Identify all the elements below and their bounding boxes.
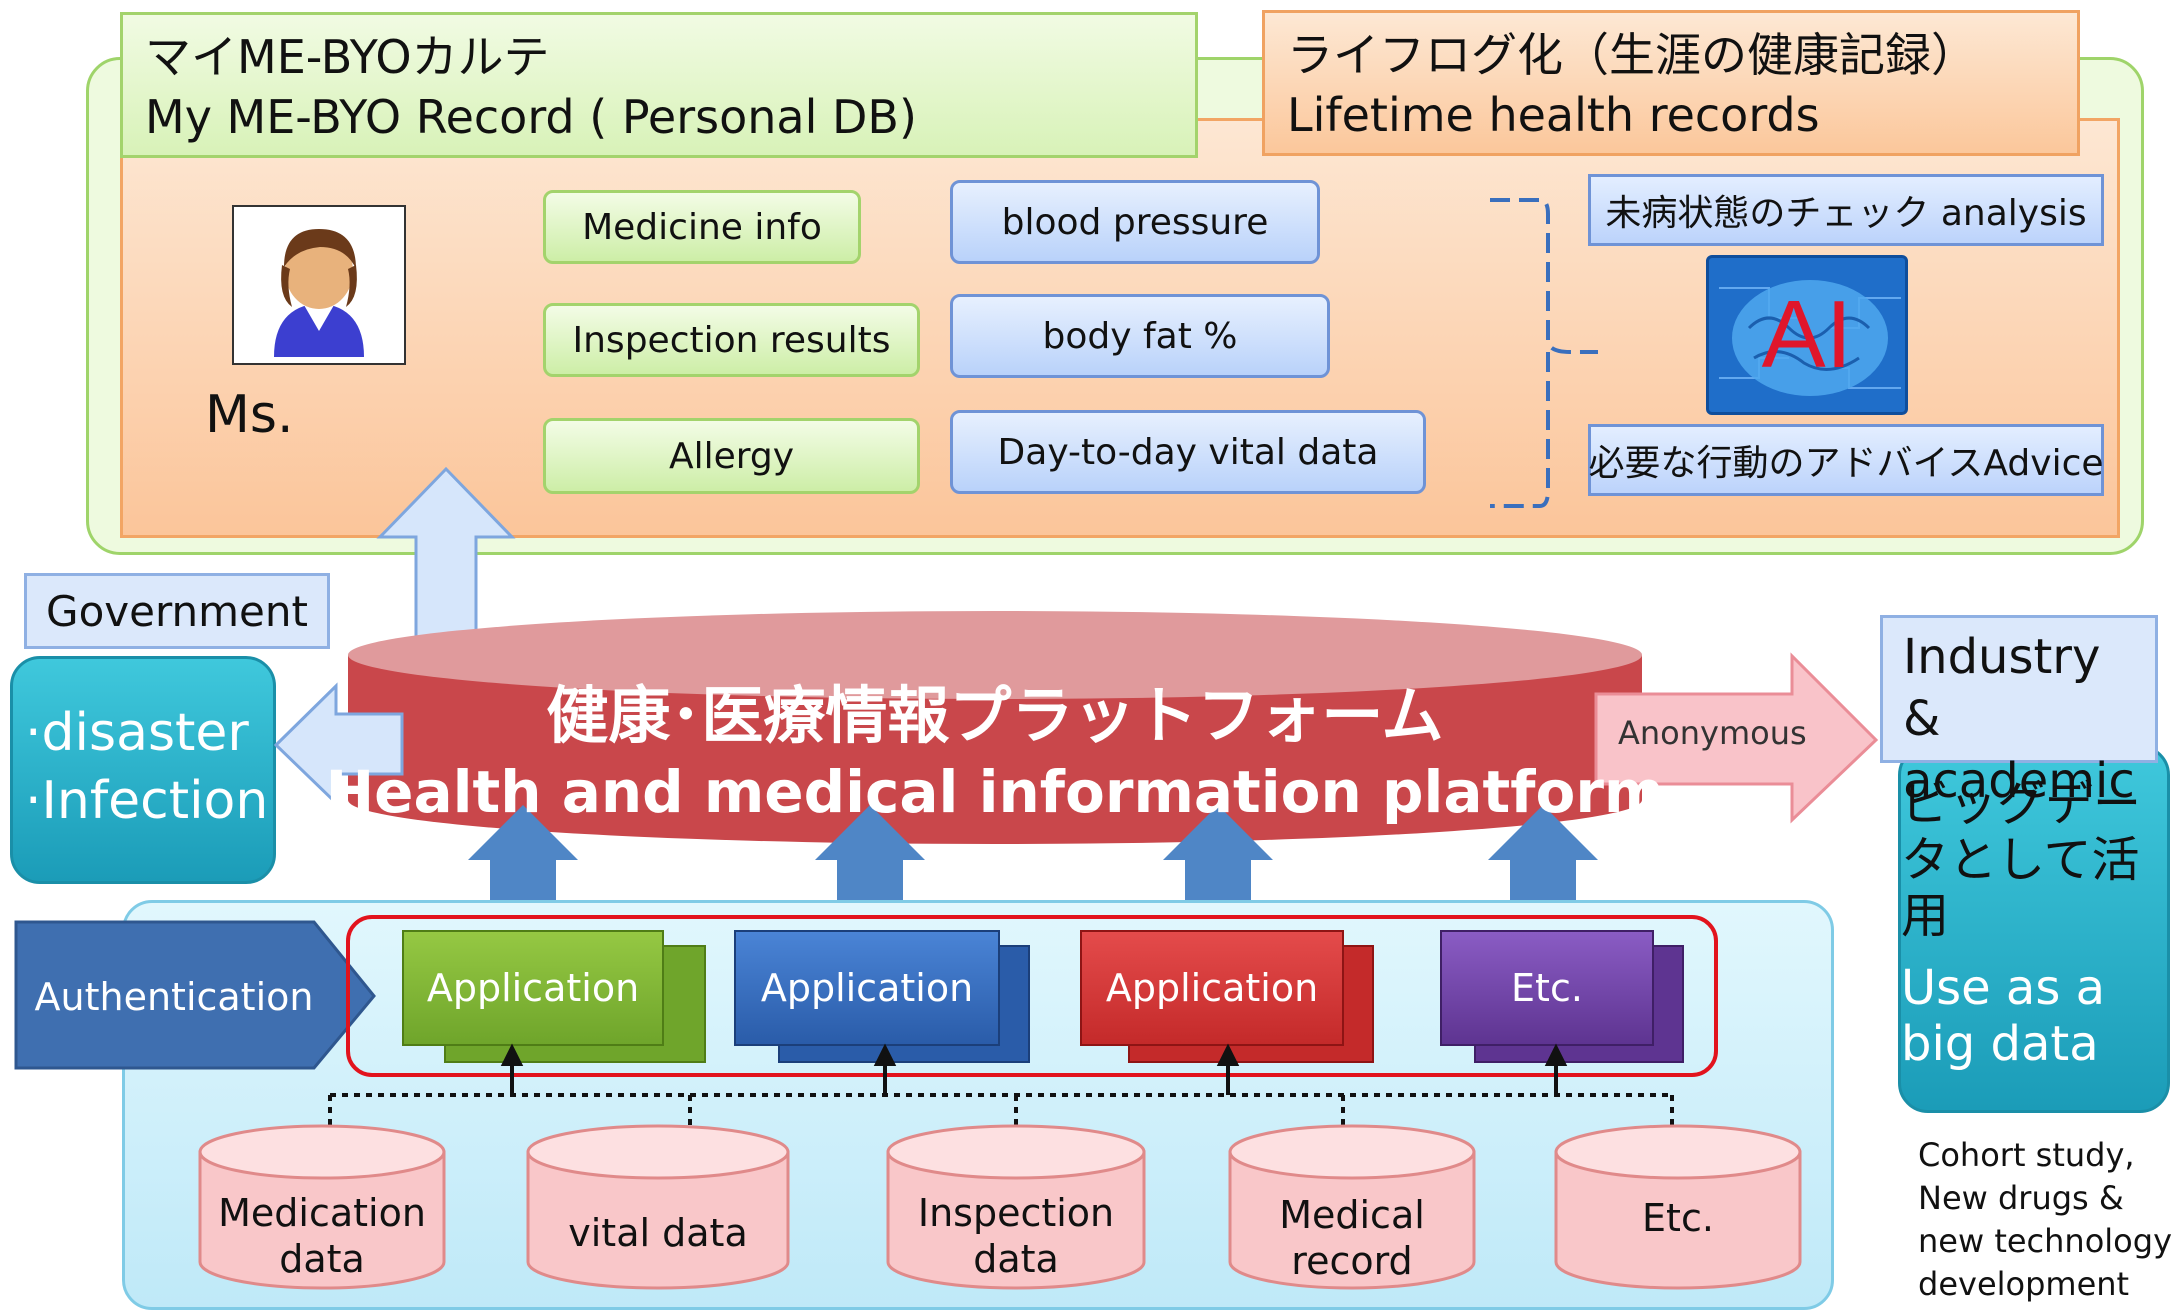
blood-pressure-item: blood pressure [950,180,1320,264]
lifelog-title-en: Lifetime health records [1287,88,1820,142]
big-data-en: Use as a big data [1901,960,2106,1072]
medication-data-label: Medication data [218,1191,426,1281]
disaster-text: ·disaster [25,703,249,763]
app-to-platform-arrows [468,805,1598,918]
cylinder-etc [1554,1124,1802,1290]
government-label: Government [24,573,330,649]
industry-academic-label: Industry & academic [1880,615,2158,809]
cylinder-inspection [886,1124,1146,1290]
allergy-item: Allergy [543,418,920,494]
person-label: Ms. [205,385,294,445]
inspection-results-item: Inspection results [543,303,920,377]
lifetime-records-title: ライフログ化（生涯の健康記録） Lifetime health records [1262,10,2080,156]
grouping-bracket [1490,198,1598,508]
cylinder-medical-record [1228,1124,1476,1290]
big-data-box: ビッグデータとして活用 Use as a big data [1898,745,2170,1113]
anonymous-arrow [1594,652,1879,824]
advice-label: 必要な行動のアドバイスAdvice [1588,424,2104,496]
applications-group [346,915,1718,1077]
big-data-jp: ビッグデータとして活用 [1901,776,2141,944]
cohort-text: Cohort study, New drugs & new technology… [1918,1136,2172,1303]
lifelog-title-jp: ライフログ化（生涯の健康記録） [1287,28,1977,82]
authentication-arrow [14,920,376,1070]
title-en: My ME-BYO Record ( Personal DB) [145,90,917,144]
application-1: Application [402,930,664,1046]
etc-application: Etc. [1440,930,1654,1046]
anonymous-label: Anonymous [1618,714,1807,752]
person-avatar-icon [232,205,406,365]
vital-data-label: vital data [568,1211,748,1255]
authentication-label: Authentication [34,974,314,1019]
platform-cylinder-body [348,655,1642,844]
cylinder-vital [526,1124,790,1290]
platform-title-jp: 健康･医療情報プラットフォーム [546,679,1444,752]
medical-record-label: Medical record [1279,1193,1425,1283]
analysis-label: 未病状態のチェック analysis [1588,174,2104,246]
application-2: Application [734,930,1000,1046]
application-3: Application [1080,930,1344,1046]
inspection-data-label: Inspection data [917,1191,1115,1281]
disaster-infection-box: ·disaster ·Infection [10,656,276,884]
my-me-byo-record-title: マイME-BYOカルテ My ME-BYO Record ( Personal … [120,12,1198,158]
ai-chip-label: AI [1761,281,1853,388]
title-jp: マイME-BYOカルテ [145,30,550,84]
platform-cylinder-top [348,611,1642,699]
platform-title-en: Health and medical information platform [325,758,1665,826]
cylinder-medication [198,1124,446,1290]
medicine-info-item: Medicine info [543,190,861,264]
body-fat-item: body fat % [950,294,1330,378]
vital-data-item: Day-to-day vital data [950,410,1426,494]
etc-data-label: Etc. [1642,1196,1714,1240]
arrow-to-government [273,682,404,807]
ai-brain-icon: AI [1706,255,1908,415]
infection-text: ·Infection [25,771,269,831]
